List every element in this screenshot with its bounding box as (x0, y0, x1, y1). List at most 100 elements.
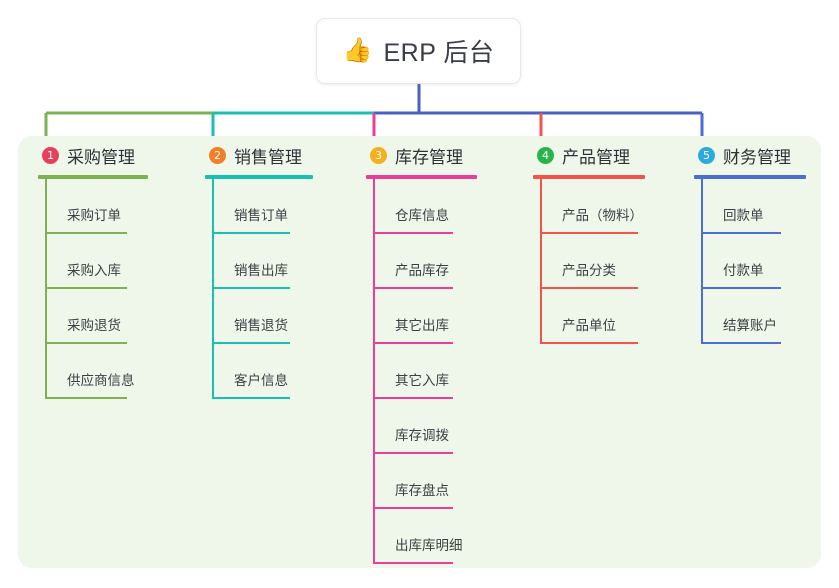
module-badge-3: 3 (370, 146, 387, 164)
module-item-label: 产品分类 (562, 263, 616, 278)
thumbs-up-icon: 👍 (342, 37, 373, 64)
module-header-5[interactable]: 5 财务管理 (694, 142, 806, 168)
module-title-1: 采购管理 (67, 147, 135, 167)
module-item-rule (540, 342, 638, 344)
module-item[interactable]: 采购订单 (38, 179, 148, 234)
module-item-rule (373, 507, 453, 509)
module-item[interactable]: 产品分类 (533, 234, 645, 289)
module-item-rule (701, 232, 781, 234)
module-header-1[interactable]: 1 采购管理 (38, 142, 148, 168)
module-item-label: 其它入库 (395, 373, 449, 388)
module-item-rule (540, 287, 638, 289)
modules-panel (18, 136, 821, 568)
module-item[interactable]: 结算账户 (694, 289, 806, 344)
module-items-3: 仓库信息产品库存其它出库其它入库库存调拨库存盘点出库库明细 (366, 179, 477, 564)
root-title-card[interactable]: 👍 ERP 后台 (316, 18, 521, 84)
module-spine-2 (212, 179, 214, 399)
module-spine-1 (45, 179, 47, 399)
module-item[interactable]: 库存盘点 (366, 454, 477, 509)
module-spine-4 (540, 179, 542, 344)
module-item-rule (373, 287, 453, 289)
module-item[interactable]: 销售出库 (205, 234, 313, 289)
module-item[interactable]: 产品（物料） (533, 179, 645, 234)
module-item-rule (212, 287, 290, 289)
module-item-label: 付款单 (723, 263, 764, 278)
root-title-text: ERP 后台 (383, 39, 495, 67)
module-header-rule-5 (694, 175, 806, 179)
module-badge-5: 5 (698, 146, 715, 164)
module-badge-4: 4 (537, 146, 554, 164)
module-item-label: 库存盘点 (395, 483, 449, 498)
module-header-3[interactable]: 3 库存管理 (366, 142, 477, 168)
module-column-5: 5 财务管理回款单付款单结算账户 (694, 142, 806, 344)
module-header-rule-2 (205, 175, 313, 179)
module-item-rule (701, 287, 781, 289)
module-items-1: 采购订单采购入库采购退货供应商信息 (38, 179, 148, 399)
module-title-3: 库存管理 (395, 147, 463, 167)
module-item-label: 采购入库 (67, 263, 121, 278)
module-item-label: 产品单位 (562, 318, 616, 333)
module-item-label: 销售退货 (234, 318, 288, 333)
module-items-2: 销售订单销售出库销售退货客户信息 (205, 179, 313, 399)
module-item[interactable]: 出库库明细 (366, 509, 477, 564)
module-items-4: 产品（物料） 产品分类产品单位 (533, 179, 645, 344)
module-item-rule (212, 232, 290, 234)
module-item[interactable]: 采购入库 (38, 234, 148, 289)
module-item-label: 产品库存 (395, 263, 449, 278)
module-item-rule (373, 397, 453, 399)
module-item-rule (45, 342, 127, 344)
module-header-rule-1 (38, 175, 148, 179)
module-item-label: 出库库明细 (395, 538, 463, 553)
module-item[interactable]: 供应商信息 (38, 344, 148, 399)
module-column-4: 4 产品管理产品（物料） 产品分类产品单位 (533, 142, 645, 344)
module-column-1: 1 采购管理采购订单采购入库采购退货供应商信息 (38, 142, 148, 399)
module-item-label: 客户信息 (234, 373, 288, 388)
module-item[interactable]: 客户信息 (205, 344, 313, 399)
module-item-rule (45, 232, 127, 234)
module-item-rule (212, 342, 290, 344)
module-column-3: 3 库存管理仓库信息产品库存其它出库其它入库库存调拨库存盘点出库库明细 (366, 142, 477, 564)
module-item[interactable]: 回款单 (694, 179, 806, 234)
module-item-rule (540, 232, 638, 234)
module-item-rule (373, 452, 453, 454)
module-item-label: 其它出库 (395, 318, 449, 333)
module-item-rule (373, 232, 453, 234)
module-item-label: 库存调拨 (395, 428, 449, 443)
module-item-label: 采购订单 (67, 208, 121, 223)
module-item-rule (373, 562, 453, 564)
module-item-rule (45, 397, 127, 399)
module-item-label: 销售出库 (234, 263, 288, 278)
module-item[interactable]: 仓库信息 (366, 179, 477, 234)
module-header-rule-4 (533, 175, 645, 179)
module-header-rule-3 (366, 175, 477, 179)
module-item-label: 销售订单 (234, 208, 288, 223)
module-badge-1: 1 (42, 146, 59, 164)
module-spine-3 (373, 179, 375, 564)
module-item-label: 采购退货 (67, 318, 121, 333)
module-item[interactable]: 产品库存 (366, 234, 477, 289)
module-item[interactable]: 销售退货 (205, 289, 313, 344)
module-item-rule (701, 342, 781, 344)
module-items-5: 回款单付款单结算账户 (694, 179, 806, 344)
module-item-rule (45, 287, 127, 289)
module-spine-5 (701, 179, 703, 344)
module-item[interactable]: 付款单 (694, 234, 806, 289)
root-title-inner: 👍 ERP 后台 (343, 33, 495, 69)
module-item[interactable]: 库存调拨 (366, 399, 477, 454)
module-item[interactable]: 采购退货 (38, 289, 148, 344)
module-item[interactable]: 销售订单 (205, 179, 313, 234)
module-item-rule (373, 342, 453, 344)
module-item-label: 回款单 (723, 208, 764, 223)
module-item[interactable]: 其它出库 (366, 289, 477, 344)
module-title-2: 销售管理 (234, 147, 302, 167)
module-header-4[interactable]: 4 产品管理 (533, 142, 645, 168)
module-item[interactable]: 产品单位 (533, 289, 645, 344)
module-item-label: 结算账户 (723, 318, 777, 333)
module-item[interactable]: 其它入库 (366, 344, 477, 399)
module-item-rule (212, 397, 290, 399)
module-title-5: 财务管理 (723, 147, 791, 167)
module-title-4: 产品管理 (562, 147, 630, 167)
